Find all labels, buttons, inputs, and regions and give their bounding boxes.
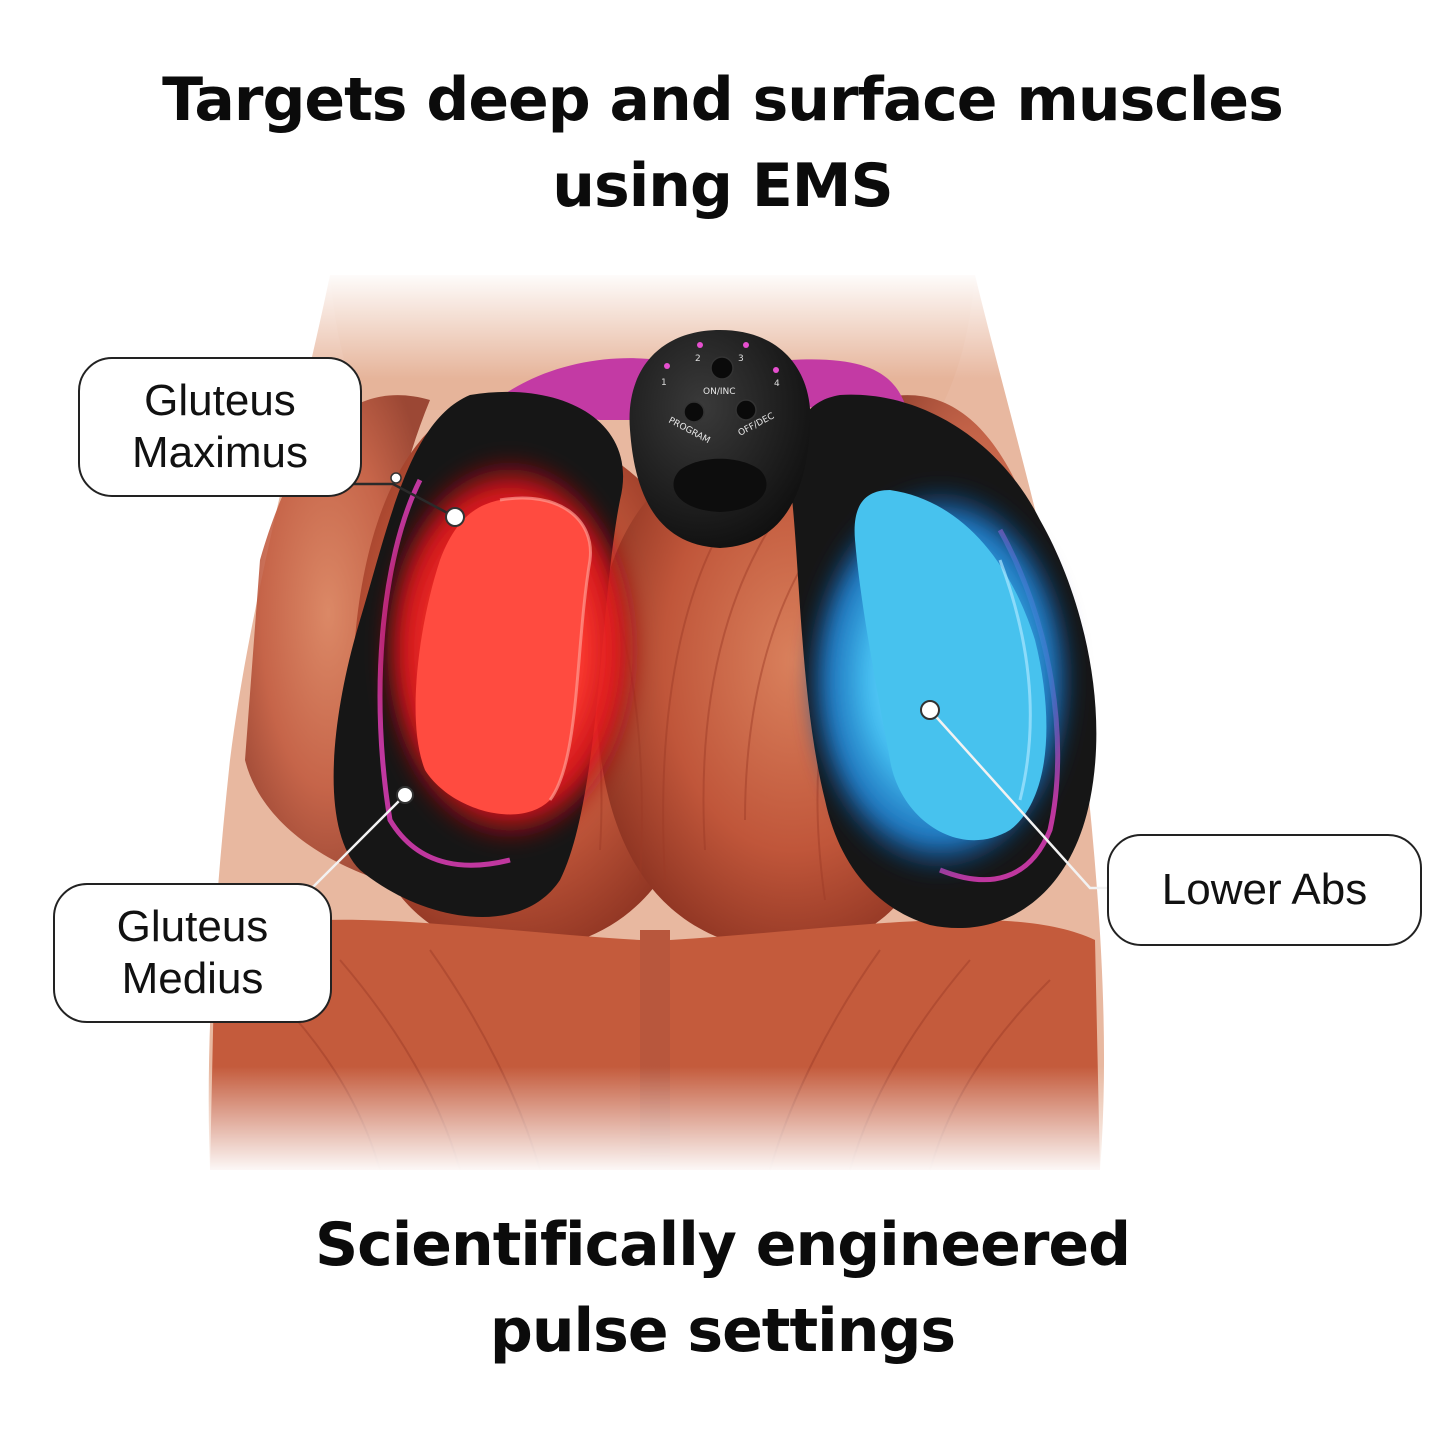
footer-line-1: Scientifically engineered bbox=[314, 1210, 1131, 1280]
gluteus-maximus-callout: Gluteus Maximus bbox=[78, 357, 362, 497]
headline-line-2: using EMS bbox=[552, 151, 893, 221]
mode-label-2: 2 bbox=[695, 354, 701, 364]
gluteus-medius-label-line-2: Medius bbox=[121, 954, 264, 1003]
lower-abs-callout: Lower Abs bbox=[1107, 834, 1422, 946]
gluteus-maximus-label-line-1: Gluteus bbox=[144, 376, 296, 425]
headline-line-1: Targets deep and surface muscles bbox=[162, 65, 1284, 135]
mode-label-3: 3 bbox=[738, 354, 744, 364]
program-button[interactable] bbox=[683, 401, 705, 423]
gluteus-medius-point bbox=[396, 786, 414, 804]
mode-label-4: 4 bbox=[774, 379, 780, 389]
left-ems-pad bbox=[333, 391, 645, 918]
on-inc-label: ON/INC bbox=[703, 387, 736, 397]
mode-led-3 bbox=[743, 342, 749, 348]
lower-abs-label: Lower Abs bbox=[1161, 865, 1368, 914]
gluteus-maximus-marker bbox=[390, 472, 402, 484]
on-inc-button[interactable] bbox=[710, 356, 734, 380]
right-ems-pad bbox=[790, 394, 1097, 929]
mode-led-2 bbox=[697, 342, 703, 348]
mode-label-1: 1 bbox=[661, 378, 667, 388]
gluteus-medius-callout: Gluteus Medius bbox=[53, 883, 332, 1023]
footer-line-2: pulse settings bbox=[489, 1296, 956, 1366]
lower-abs-point bbox=[920, 700, 940, 720]
ems-controller: 1 2 3 4 ON/INC PROGRAM OFF/DEC bbox=[629, 330, 811, 548]
mode-led-4 bbox=[773, 367, 779, 373]
mode-led-1 bbox=[664, 363, 670, 369]
off-dec-button[interactable] bbox=[735, 399, 757, 421]
gluteus-maximus-label-line-2: Maximus bbox=[131, 428, 309, 477]
gluteus-maximus-point bbox=[445, 507, 465, 527]
gluteus-medius-label-line-1: Gluteus bbox=[116, 902, 269, 951]
